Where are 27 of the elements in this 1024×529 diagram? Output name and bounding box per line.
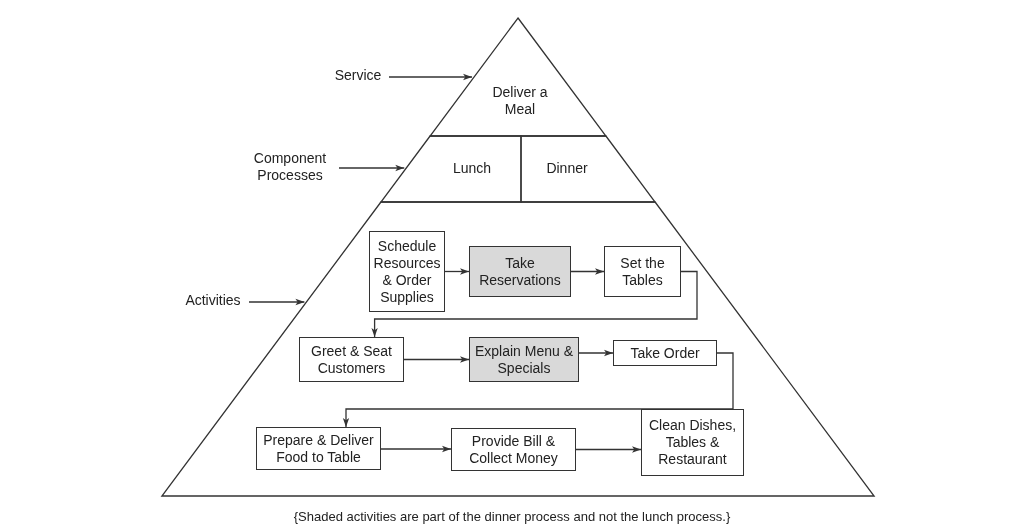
activity-box: Explain Menu & Specials bbox=[469, 337, 579, 382]
activity-box: Set the Tables bbox=[604, 246, 681, 297]
arrow bbox=[570, 268, 605, 275]
section-label: Dinner bbox=[545, 160, 589, 177]
arrow bbox=[248, 298, 306, 306]
section-label: Lunch bbox=[451, 160, 493, 177]
activity-box: Prepare & Deliver Food to Table bbox=[256, 427, 381, 470]
activity-box: Schedule Resources & Order Supplies bbox=[369, 231, 445, 312]
arrow bbox=[380, 445, 452, 453]
activity-box: Provide Bill & Collect Money bbox=[451, 428, 576, 471]
pointer-label: Service bbox=[333, 67, 383, 84]
caption: {Shaded activities are part of the dinner process and not the lunch process.} bbox=[292, 509, 732, 524]
activity-box: Clean Dishes, Tables & Restaurant bbox=[641, 409, 744, 476]
activity-box: Take Reservations bbox=[469, 246, 571, 297]
arrow bbox=[342, 352, 734, 428]
arrow bbox=[388, 73, 473, 81]
arrow bbox=[444, 268, 470, 275]
arrow bbox=[403, 356, 470, 363]
activity-box: Take Order bbox=[613, 340, 717, 366]
arrow bbox=[578, 349, 614, 357]
arrow bbox=[371, 270, 698, 338]
arrow bbox=[338, 164, 405, 172]
activity-box: Greet & Seat Customers bbox=[299, 337, 404, 382]
arrow bbox=[575, 446, 642, 453]
pointer-label: Activities bbox=[184, 292, 242, 309]
section-label: Deliver a Meal bbox=[491, 84, 549, 118]
pointer-label: Component Processes bbox=[252, 150, 328, 184]
